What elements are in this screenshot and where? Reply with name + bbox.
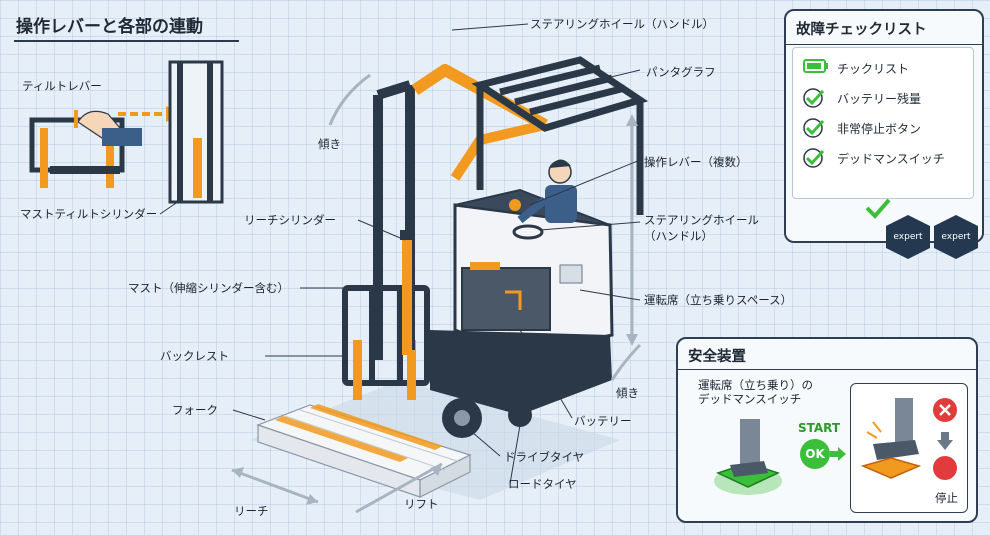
check-icon <box>803 88 825 108</box>
ok-indicator: OK <box>800 439 830 469</box>
overhead-guard <box>471 56 649 215</box>
reach-cylinder <box>402 235 412 355</box>
battery-block <box>461 262 551 331</box>
checklist-item-label: チックリスト <box>837 62 910 76</box>
foot-release-icon <box>860 398 922 479</box>
tilt-inset-illustration <box>29 60 224 204</box>
deadman-switch-icon <box>714 419 782 495</box>
battery-icon <box>803 59 828 73</box>
start-label: START <box>798 421 841 435</box>
checklist-item-label: バッテリー残量 <box>837 92 922 106</box>
leader-lines <box>159 23 641 485</box>
label-tilt-lever: ティルトレバー <box>22 79 102 93</box>
safety-switch-label-2: デッドマンスイッチ <box>698 392 802 406</box>
check-icon <box>803 148 825 168</box>
label-battery: バッテリー <box>574 414 632 428</box>
label-backrest: バックレスト <box>160 349 229 363</box>
carriage-cylinder-right <box>407 340 416 400</box>
label-mast: マスト（伸縮シリンダー含む） <box>128 281 289 295</box>
page-title: 操作レバーと各部の連動 <box>16 17 203 37</box>
checklist-item[interactable]: チックリスト <box>803 58 909 77</box>
checklist-panel: 故障チェックリスト チックリスト バッテリー残量 非常停止ボタン デッドマンスイ… <box>784 9 984 259</box>
checklist-list: チックリスト バッテリー残量 非常停止ボタン デッドマンスイッチ <box>792 47 974 199</box>
stop-box: 停止 <box>850 383 968 513</box>
checklist-title: 故障チェックリスト <box>786 11 982 45</box>
label-fork: フォーク <box>172 403 218 417</box>
label-tilt-top: 傾き <box>318 137 341 151</box>
reach-arrow <box>231 468 319 504</box>
label-mast-tilt-cylinder: マストティルトシリンダー <box>20 207 158 221</box>
label-operator-seat: 運転席（立ち乗りスペース） <box>644 293 793 307</box>
forks <box>275 404 443 462</box>
label-load-tire: ロードタイヤ <box>508 477 577 491</box>
big-check-icon <box>865 198 891 219</box>
label-pantograph: パンタグラフ <box>646 65 716 79</box>
backrest <box>342 285 430 386</box>
label-control-lever: 操作レバー（複数） <box>644 155 748 169</box>
steering-wheel <box>512 224 544 240</box>
tilt-top-arrow <box>328 73 371 126</box>
label-reach: リーチ <box>234 504 269 518</box>
operator <box>517 159 577 224</box>
stop-label: 停止 <box>935 491 958 505</box>
checklist-item-label: 非常停止ボタン <box>837 122 922 136</box>
wheels <box>442 398 532 438</box>
lift-arrow <box>355 462 443 514</box>
arrow-right-icon <box>830 447 846 461</box>
control-lever-glow <box>509 199 521 211</box>
checklist-item-label: デッドマンスイッチ <box>837 152 945 166</box>
label-reach-cylinder: リーチシリンダー <box>244 213 336 227</box>
label-tilt-bottom: 傾き <box>616 386 639 400</box>
safety-title: 安全装置 <box>678 339 976 370</box>
title-underline <box>14 40 239 42</box>
floor-shadow <box>250 380 620 500</box>
label-lift: リフト <box>404 497 439 511</box>
label-steering-top: ステアリングホイール（ハンドル） <box>530 17 714 31</box>
stop-sequence-icon <box>933 398 957 480</box>
safety-panel: 安全装置 運転席（立ち乗り）の デッドマンスイッチ START OK 停止 <box>676 337 978 523</box>
label-steering-mid-2: （ハンドル） <box>644 229 713 243</box>
movement-arrows <box>231 73 642 514</box>
checklist-item[interactable]: デッドマンスイッチ <box>803 148 945 171</box>
carriage-cylinder-left <box>353 340 362 400</box>
safety-switch-label-1: 運転席（立ち乗り）の <box>698 378 813 392</box>
checklist-item[interactable]: バッテリー残量 <box>803 88 921 111</box>
checklist-item[interactable]: 非常停止ボタン <box>803 118 921 141</box>
tilt-bottom-arrow <box>610 343 642 381</box>
pallet <box>256 404 472 498</box>
label-steering-mid-1: ステアリングホイール <box>644 213 759 227</box>
label-drive-tire: ドライブタイヤ <box>504 450 585 464</box>
check-icon <box>803 118 825 138</box>
